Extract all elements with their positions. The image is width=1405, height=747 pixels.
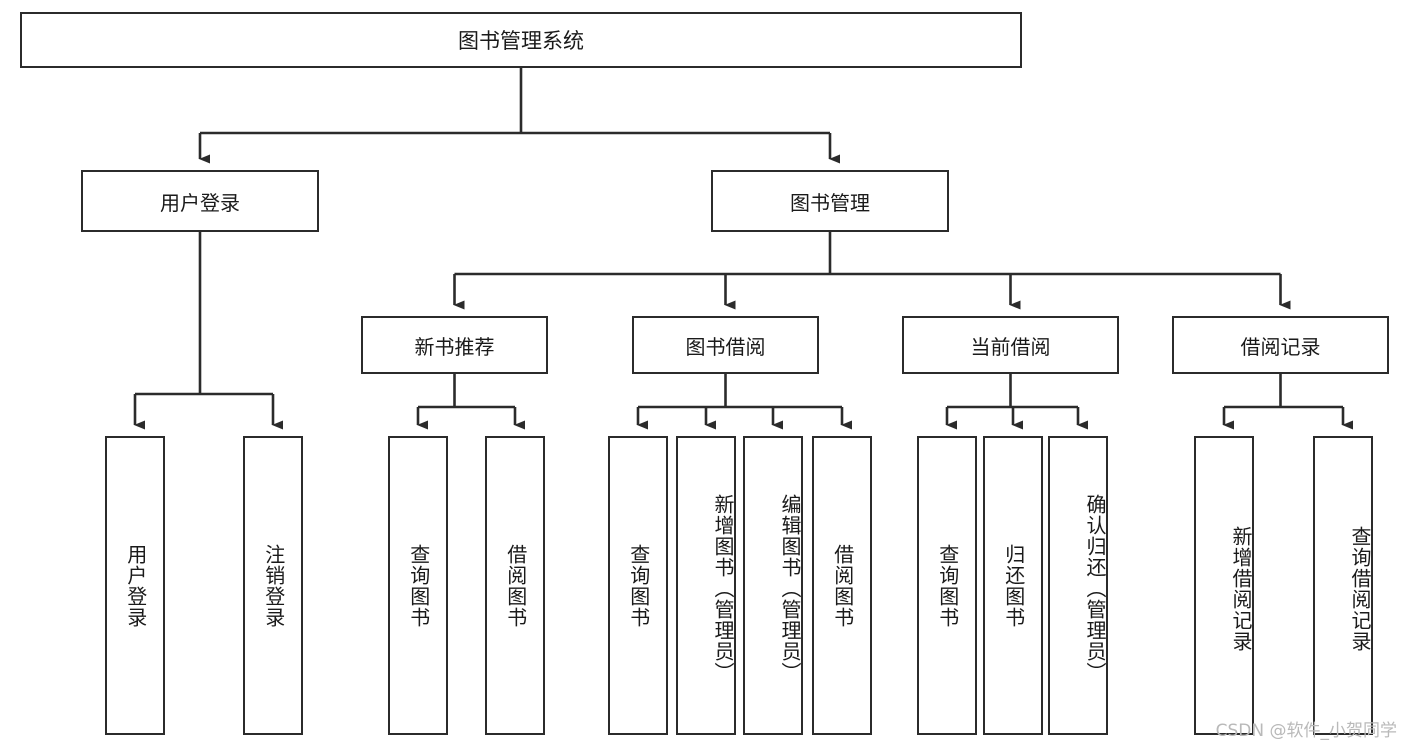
node-leaf-query-record[interactable]: 查询借阅记录: [1313, 436, 1373, 735]
node-new-book-recommend[interactable]: 新书推荐: [361, 316, 548, 374]
node-label: 当前借阅: [970, 334, 1051, 359]
node-leaf-logout[interactable]: 注销登录: [243, 436, 303, 735]
node-leaf-user-login[interactable]: 用户登录: [105, 436, 165, 735]
node-label: 查询图书: [626, 543, 651, 628]
node-leaf-query-book-1[interactable]: 查询图书: [388, 436, 448, 735]
node-label: 新增借阅记录: [1229, 525, 1253, 652]
node-leaf-edit-book[interactable]: 编辑图书（管理员）: [743, 436, 803, 735]
node-leaf-add-record[interactable]: 新增借阅记录: [1194, 436, 1254, 735]
node-label: 图书管理系统: [458, 29, 584, 53]
node-leaf-query-book-3[interactable]: 查询图书: [917, 436, 977, 735]
node-label: 查询图书: [406, 543, 431, 628]
node-borrow-record[interactable]: 借阅记录: [1172, 316, 1389, 374]
node-current-borrow[interactable]: 当前借阅: [902, 316, 1119, 374]
node-label: 编辑图书（管理员）: [778, 494, 802, 683]
node-leaf-confirm-return[interactable]: 确认归还（管理员）: [1048, 436, 1108, 735]
node-label: 图书借阅: [685, 334, 766, 359]
node-leaf-borrow-book-1[interactable]: 借阅图书: [485, 436, 545, 735]
node-leaf-query-book-2[interactable]: 查询图书: [608, 436, 668, 735]
node-label: 注销登录: [261, 543, 286, 628]
node-label: 用户登录: [123, 543, 148, 628]
node-book-borrow[interactable]: 图书借阅: [632, 316, 819, 374]
node-leaf-return-book[interactable]: 归还图书: [983, 436, 1043, 735]
node-label: 新书推荐: [414, 334, 495, 359]
node-leaf-add-book[interactable]: 新增图书（管理员）: [676, 436, 736, 735]
node-leaf-borrow-book-2[interactable]: 借阅图书: [812, 436, 872, 735]
node-label: 归还图书: [1001, 543, 1026, 628]
node-label: 新增图书（管理员）: [711, 494, 735, 683]
node-label: 图书管理: [790, 190, 870, 215]
watermark-text: CSDN @软件_小贺同学: [1215, 721, 1397, 741]
node-label: 查询图书: [935, 543, 960, 628]
node-label: 确认归还（管理员）: [1083, 494, 1107, 683]
node-book-manage[interactable]: 图书管理: [711, 170, 949, 232]
node-label: 借阅图书: [830, 543, 855, 628]
node-label: 借阅图书: [503, 543, 528, 628]
node-label: 用户登录: [160, 190, 240, 215]
node-user-login[interactable]: 用户登录: [81, 170, 319, 232]
node-label: 查询借阅记录: [1348, 525, 1372, 652]
node-root[interactable]: 图书管理系统: [20, 12, 1022, 68]
node-label: 借阅记录: [1240, 334, 1321, 359]
